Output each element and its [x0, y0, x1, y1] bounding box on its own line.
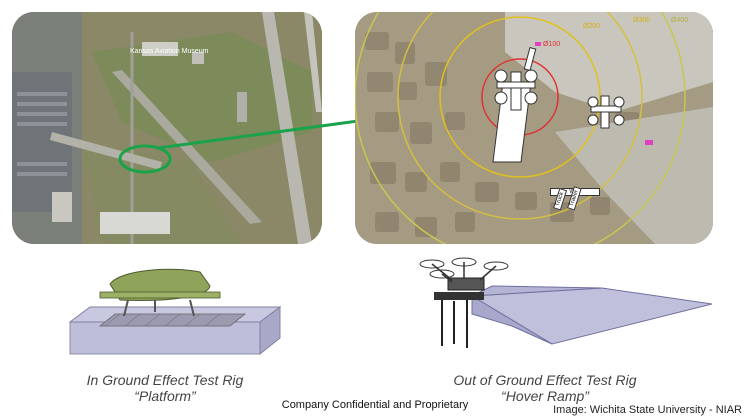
ring-label-300: Ø300	[633, 17, 650, 24]
museum-map-label: Kansas Aviation Museum	[130, 48, 209, 55]
site-highlight-ellipse	[118, 144, 172, 174]
airport-aerial-map-graphic	[12, 12, 322, 244]
platform-rig-illustration	[68, 268, 282, 356]
test-site-zoom-map: Ø100 Ø200 Ø300 Ø400 Wall Truck Trailer	[355, 12, 713, 244]
confidential-footer: Company Confidential and Proprietary	[281, 399, 469, 411]
platform-caption-title: In Ground Effect Test Rig	[86, 372, 244, 388]
hover-ramp-caption-title: Out of Ground Effect Test Rig	[453, 372, 637, 388]
hover-ramp-illustration	[419, 257, 713, 348]
ring-label-100: Ø100	[543, 41, 560, 48]
platform-caption: In Ground Effect Test Rig “Platform”	[40, 372, 290, 404]
ring-label-200: Ø200	[583, 23, 600, 30]
ring-label-400: Ø400	[671, 17, 688, 24]
test-site-zoom-graphic: Ø100 Ø200 Ø300 Ø400	[355, 12, 713, 244]
image-credit: Image: Wichita State University - NIAR	[553, 404, 742, 416]
hover-ramp-caption-subtitle: “Hover Ramp”	[501, 388, 589, 404]
platform-caption-subtitle: “Platform”	[134, 388, 196, 404]
hover-ramp-caption: Out of Ground Effect Test Rig “Hover Ram…	[420, 372, 670, 404]
airport-aerial-map: Kansas Aviation Museum	[12, 12, 322, 244]
